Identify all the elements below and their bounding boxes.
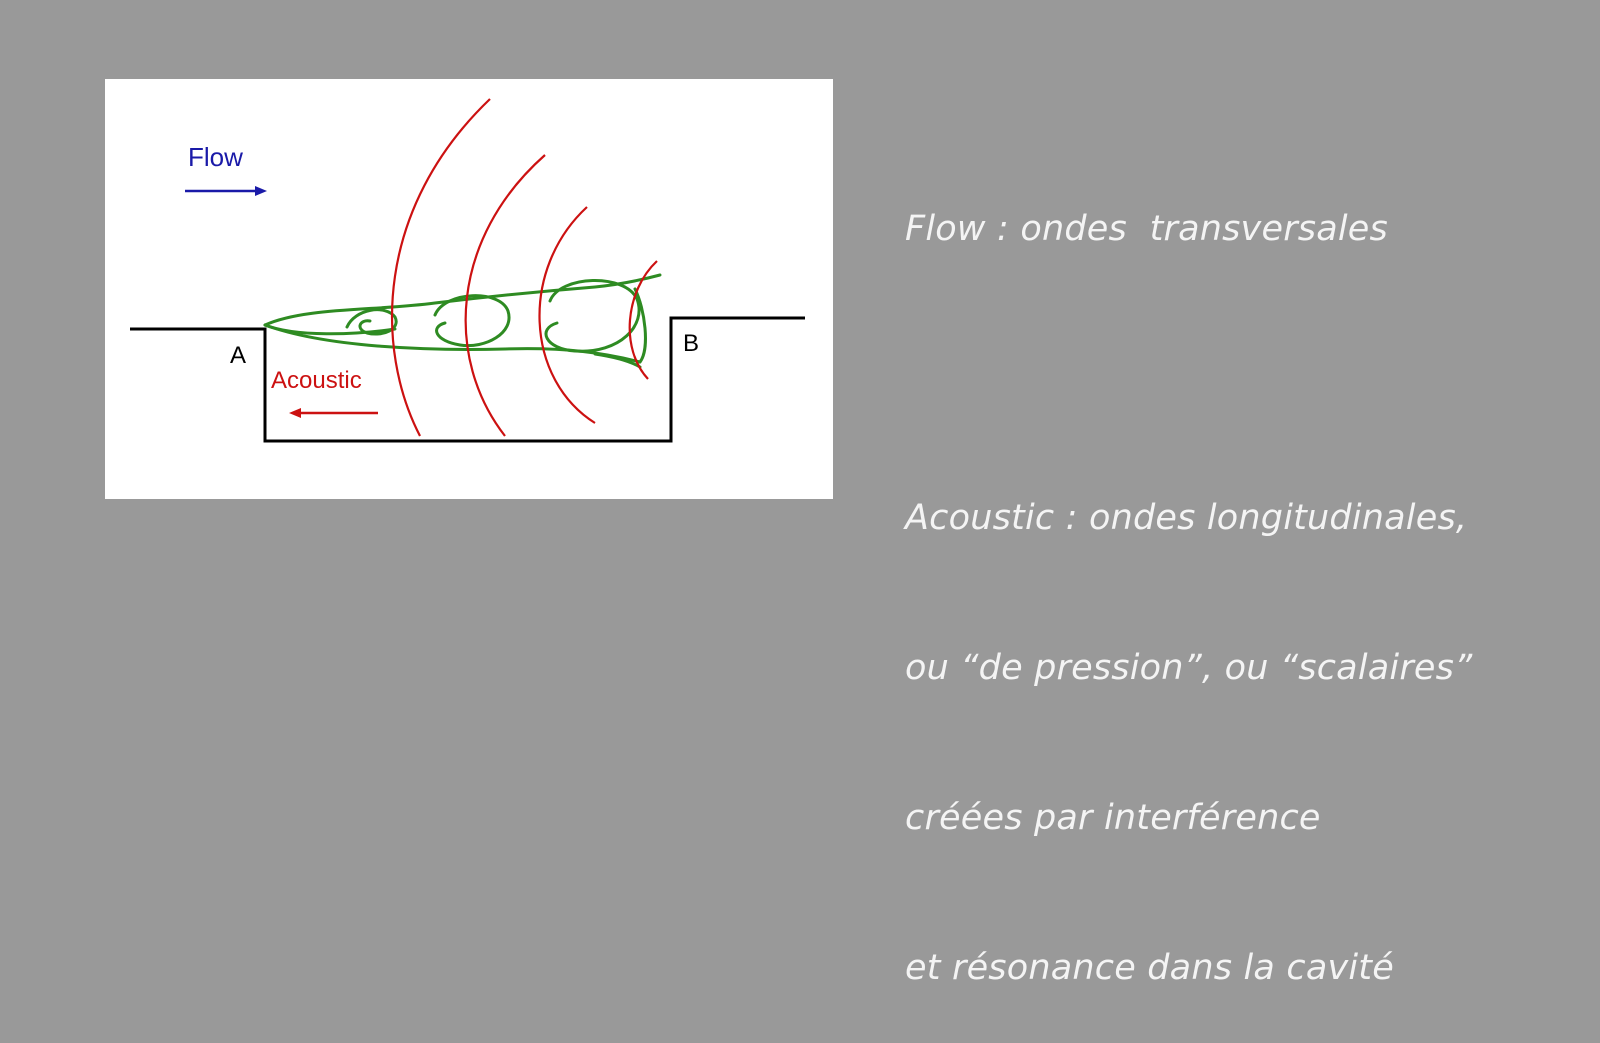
vortex-1 — [345, 308, 398, 336]
flow-label: Flow — [188, 142, 243, 172]
cavity-diagram: Flow A B Acoustic — [105, 79, 833, 499]
cavity-outline — [130, 316, 805, 443]
caption-spacer — [905, 354, 1585, 393]
flow-arrow — [185, 186, 267, 196]
vortex-2 — [433, 294, 511, 348]
caption-acoustic-line-3: créées par interférence — [905, 798, 1321, 838]
caption-block: Flow : ondes transversales Acoustic : on… — [905, 104, 1585, 1043]
caption-acoustic-line-4: et résonance dans la cavité — [905, 948, 1394, 988]
caption-flow-line: Flow : ondes transversales — [905, 209, 1388, 249]
wavefront-2 — [464, 154, 546, 437]
acoustic-wavefronts — [390, 98, 658, 437]
wavefront-4 — [628, 260, 658, 380]
point-b-label: B — [683, 330, 699, 357]
point-a-label: A — [230, 342, 246, 369]
caption-acoustic-line-2: ou “de pression”, ou “scalaires” — [905, 648, 1473, 688]
acoustic-label: Acoustic — [271, 367, 362, 394]
cavity-diagram-svg: Flow A B Acoustic — [130, 98, 805, 443]
wavefront-3 — [538, 206, 596, 424]
vortex-shear-layer — [263, 273, 662, 369]
wavefront-1 — [390, 98, 491, 437]
caption-acoustic-line-1: Acoustic : ondes longitudinales, — [905, 498, 1468, 538]
acoustic-arrow — [289, 408, 378, 418]
vortex-3 — [544, 279, 641, 353]
